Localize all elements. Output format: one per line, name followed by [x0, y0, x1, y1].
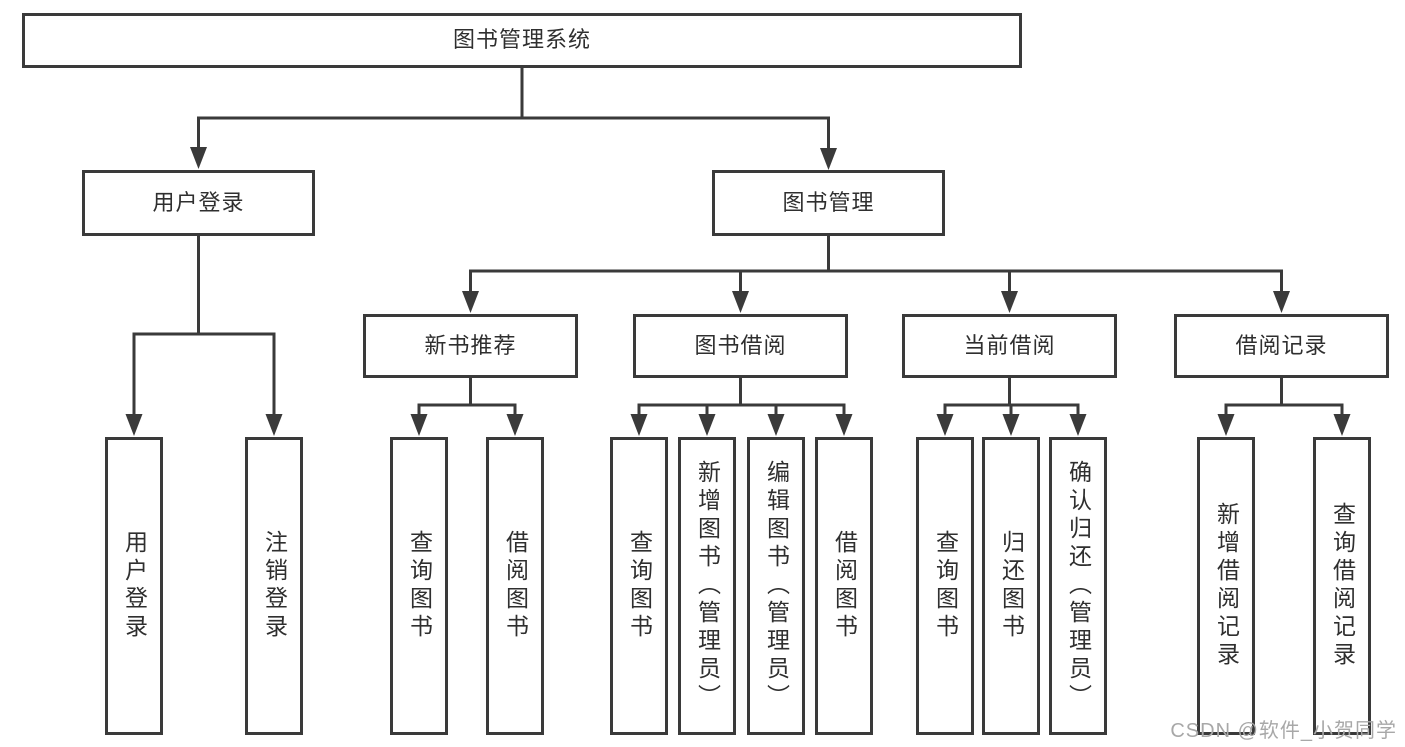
- leaf-add-books-admin: 新增图书（管理员）: [678, 437, 736, 735]
- leaf-logout: 注销登录: [245, 437, 303, 735]
- leaf-borrow-books-borrow: 借阅图书: [815, 437, 873, 735]
- leaf-return-books: 归还图书: [982, 437, 1040, 735]
- node-book-management: 图书管理: [712, 170, 945, 236]
- arrowheads: [125, 147, 1351, 436]
- node-root-system: 图书管理系统: [22, 13, 1022, 68]
- node-current-borrowing: 当前借阅: [902, 314, 1117, 378]
- leaf-user-login: 用户登录: [105, 437, 163, 735]
- leaf-query-books-current: 查询图书: [916, 437, 974, 735]
- leaf-confirm-return-admin: 确认归还（管理员）: [1049, 437, 1107, 735]
- leaf-borrow-books-newbooks: 借阅图书: [486, 437, 544, 735]
- leaf-query-books-newbooks: 查询图书: [390, 437, 448, 735]
- node-book-borrowing: 图书借阅: [633, 314, 848, 378]
- node-borrowing-records: 借阅记录: [1174, 314, 1389, 378]
- leaf-query-borrow-record: 查询借阅记录: [1313, 437, 1371, 735]
- leaf-query-books-borrow: 查询图书: [610, 437, 668, 735]
- node-new-book-recommendation: 新书推荐: [363, 314, 578, 378]
- leaf-edit-books-admin: 编辑图书（管理员）: [747, 437, 805, 735]
- leaf-add-borrow-record: 新增借阅记录: [1197, 437, 1255, 735]
- csdn-watermark: CSDN @软件_小贺同学: [1170, 720, 1397, 742]
- node-user-login: 用户登录: [82, 170, 315, 236]
